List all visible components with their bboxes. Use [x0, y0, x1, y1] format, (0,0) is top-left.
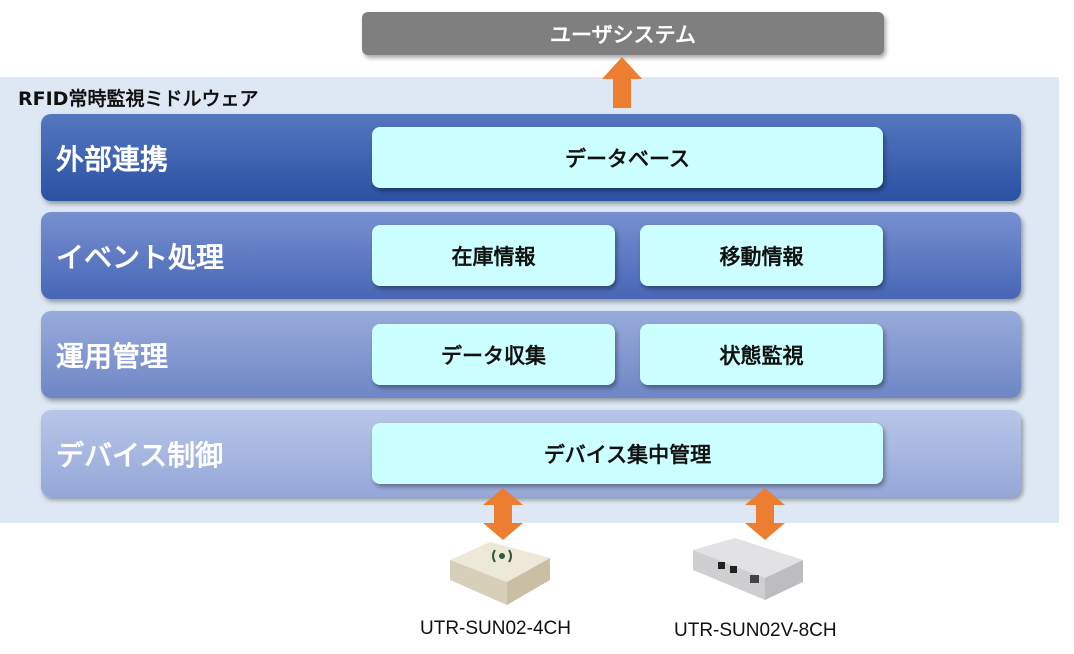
bidirectional-arrow-icon	[483, 488, 523, 540]
database-box: データベース	[372, 127, 883, 188]
layer-label: デバイス制御	[56, 438, 224, 472]
device-management-box: デバイス集中管理	[372, 423, 883, 484]
movement-box: 移動情報	[640, 225, 883, 286]
reader-device-image	[450, 542, 550, 605]
layer-label: 外部連携	[56, 142, 169, 176]
bidirectional-arrow-icon	[745, 488, 785, 540]
device-label: UTR-SUN02V-8CH	[674, 620, 837, 641]
reader-device-image	[693, 538, 803, 600]
middleware-title: RFID常時監視ミドルウェア	[18, 88, 259, 110]
layer-external: 外部連携 データベース	[41, 114, 1021, 201]
layer-label: イベント処理	[56, 240, 225, 274]
up-arrow-icon	[602, 57, 642, 108]
data-collection-box: データ収集	[372, 324, 615, 385]
status-monitor-box: 状態監視	[640, 324, 883, 385]
layer-event: イベント処理 在庫情報 移動情報	[41, 212, 1021, 299]
layer-label: 運用管理	[56, 339, 169, 373]
layer-device: デバイス制御 デバイス集中管理	[41, 410, 1021, 497]
user-system-box: ユーザシステム	[362, 12, 884, 55]
inventory-box: 在庫情報	[372, 225, 615, 286]
layer-operation: 運用管理 データ収集 状態監視	[41, 311, 1021, 398]
device-label: UTR-SUN02-4CH	[420, 618, 571, 639]
